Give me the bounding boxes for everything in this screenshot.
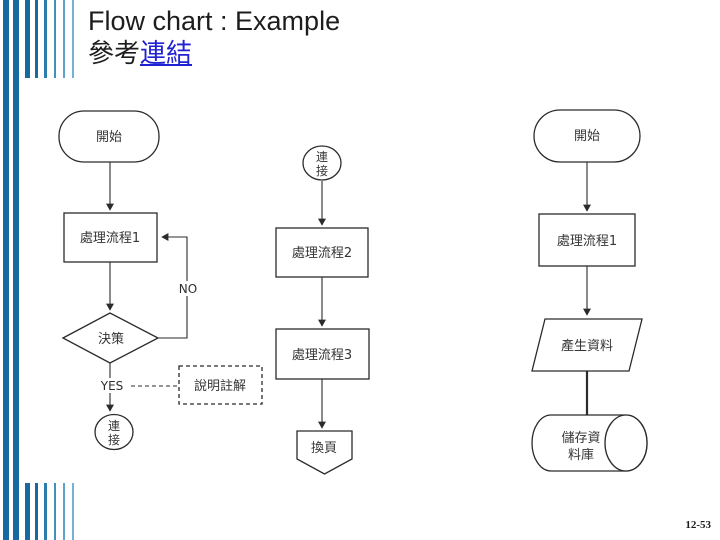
stripe-bar bbox=[72, 483, 74, 540]
stripe-bar bbox=[35, 483, 38, 540]
stripe-bar bbox=[63, 483, 65, 540]
page-title: Flow chart : Example bbox=[88, 6, 341, 36]
no-label-mask bbox=[174, 281, 201, 296]
stripe-bar bbox=[35, 0, 38, 78]
stripe-bar bbox=[54, 483, 56, 540]
stripe-bar bbox=[54, 0, 56, 78]
right-io-shape bbox=[531, 318, 643, 372]
mid-offpage-label: 換頁 bbox=[311, 441, 337, 456]
right-process1-shape bbox=[538, 213, 636, 267]
yes-label: YES bbox=[100, 379, 124, 393]
stripe-bar bbox=[25, 0, 30, 78]
flow-middle-column: 連 接 處理流程2 處理流程3 換頁 bbox=[275, 145, 370, 475]
annotation-box-shape bbox=[178, 365, 263, 405]
slide-header: Flow chart : Example 參考連結 bbox=[88, 6, 340, 69]
right-storage-endcap bbox=[604, 414, 648, 472]
yes-label-mask bbox=[96, 378, 128, 393]
left-connector-label-2: 接 bbox=[108, 432, 120, 447]
reference-link[interactable]: 連結 bbox=[140, 37, 193, 68]
flow-right-column: 開始 處理流程1 產生資料 儲存資 料庫 bbox=[531, 109, 648, 472]
stripe-bar bbox=[25, 483, 30, 540]
flow-left-column: 開始 處理流程1 決策 NO YES 連 接 說明註解 bbox=[58, 110, 263, 451]
left-process1-label: 處理流程1 bbox=[80, 231, 140, 246]
mid-process2-label: 處理流程2 bbox=[292, 246, 352, 261]
left-start-shape bbox=[58, 110, 160, 163]
stripe-bar bbox=[13, 0, 19, 540]
stripe-bar bbox=[44, 0, 47, 78]
right-io-label: 產生資料 bbox=[561, 338, 613, 354]
mid-offpage-shape bbox=[296, 430, 353, 475]
annotation-label: 說明註解 bbox=[194, 378, 246, 394]
right-start-label: 開始 bbox=[574, 129, 600, 144]
page-number: 12-53 bbox=[685, 519, 711, 531]
left-connector-label-1: 連 bbox=[108, 419, 120, 433]
stripe-bar bbox=[3, 0, 9, 540]
no-label: NO bbox=[179, 282, 197, 296]
right-start-shape bbox=[533, 109, 641, 163]
mid-process2-shape bbox=[275, 227, 369, 278]
stripe-bar bbox=[72, 0, 74, 78]
left-decision-shape bbox=[61, 312, 160, 364]
left-connector-shape bbox=[94, 413, 134, 451]
left-start-label: 開始 bbox=[96, 130, 122, 145]
right-storage-label-1: 儲存資 bbox=[561, 431, 600, 446]
mid-connector-label-2: 接 bbox=[316, 163, 328, 178]
mid-connector-label-1: 連 bbox=[316, 150, 328, 164]
left-decision-label: 決策 bbox=[98, 331, 124, 347]
mid-connector-shape bbox=[302, 145, 342, 181]
left-process1-shape bbox=[63, 212, 158, 263]
right-process1-label: 處理流程1 bbox=[557, 234, 617, 249]
right-storage-label-2: 料庫 bbox=[568, 448, 594, 463]
mid-process3-shape bbox=[275, 328, 370, 380]
mid-process3-label: 處理流程3 bbox=[292, 348, 352, 363]
stripe-bar bbox=[63, 0, 65, 78]
subtitle: 參考連結 bbox=[88, 38, 340, 69]
subtitle-prefix: 參考 bbox=[88, 37, 141, 68]
stripe-bar bbox=[44, 483, 47, 540]
